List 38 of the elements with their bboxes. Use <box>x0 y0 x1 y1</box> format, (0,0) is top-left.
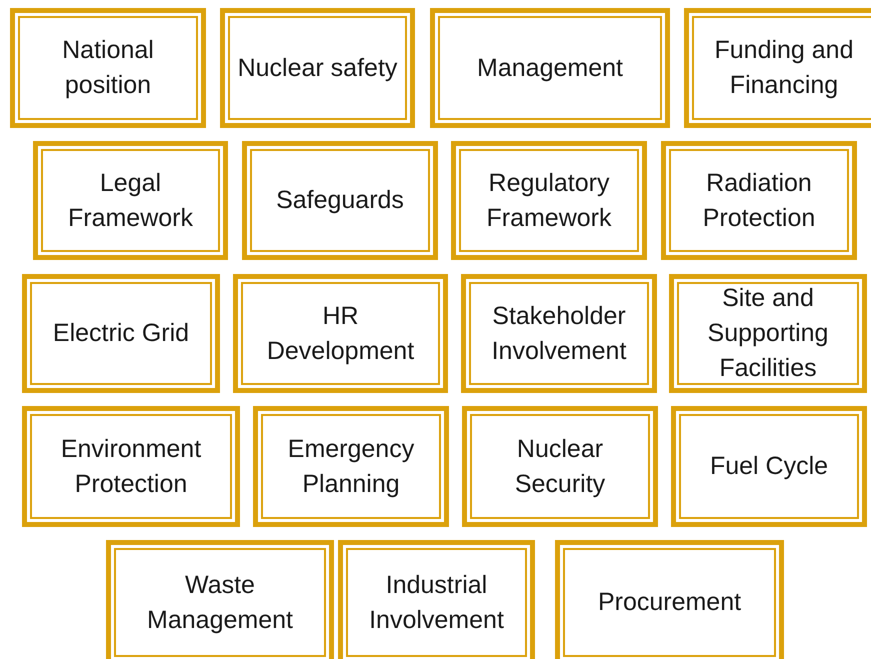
topic-box <box>462 406 658 527</box>
topic-box <box>684 8 871 128</box>
topic-label: Industrial Involvement <box>368 570 505 636</box>
topic-box <box>461 274 657 393</box>
topic-box <box>242 141 438 260</box>
topic-box <box>220 8 415 128</box>
topic-label: Stakeholder Involvement <box>490 300 628 366</box>
topic-box <box>22 406 240 527</box>
topic-box <box>430 8 670 128</box>
topic-box <box>253 406 449 527</box>
topic-label: Funding and Financing <box>713 35 854 101</box>
topic-label: Legal Framework <box>66 168 194 234</box>
topic-box <box>451 141 647 260</box>
topic-label: Management <box>477 52 623 84</box>
topic-label: National position <box>61 35 155 101</box>
topic-box <box>233 274 448 393</box>
topic-box <box>10 8 206 128</box>
topic-label: Emergency Planning <box>286 434 416 500</box>
topic-label: Electric Grid <box>52 318 190 349</box>
topic-box <box>22 274 220 393</box>
topic-box <box>669 274 867 393</box>
topic-box <box>555 540 784 659</box>
topic-label: Procurement <box>598 587 742 618</box>
topic-box <box>338 540 535 659</box>
topic-label: Nuclear Security <box>514 434 606 500</box>
topic-label: Environment Protection <box>60 434 202 500</box>
topic-box <box>671 406 867 527</box>
topic-box <box>661 141 857 260</box>
topic-label: Waste Management <box>146 570 294 636</box>
topic-box <box>106 540 334 659</box>
topic-box <box>33 141 228 260</box>
topic-label: Site and Supporting Facilities <box>706 283 830 384</box>
topic-label: Fuel Cycle <box>710 451 828 482</box>
topic-label: Radiation Protection <box>702 168 816 234</box>
topic-label: HR Development <box>266 300 416 366</box>
topic-label: Safeguards <box>276 185 404 216</box>
topic-label: Regulatory Framework <box>485 168 612 234</box>
topic-label: Nuclear safety <box>238 52 398 84</box>
